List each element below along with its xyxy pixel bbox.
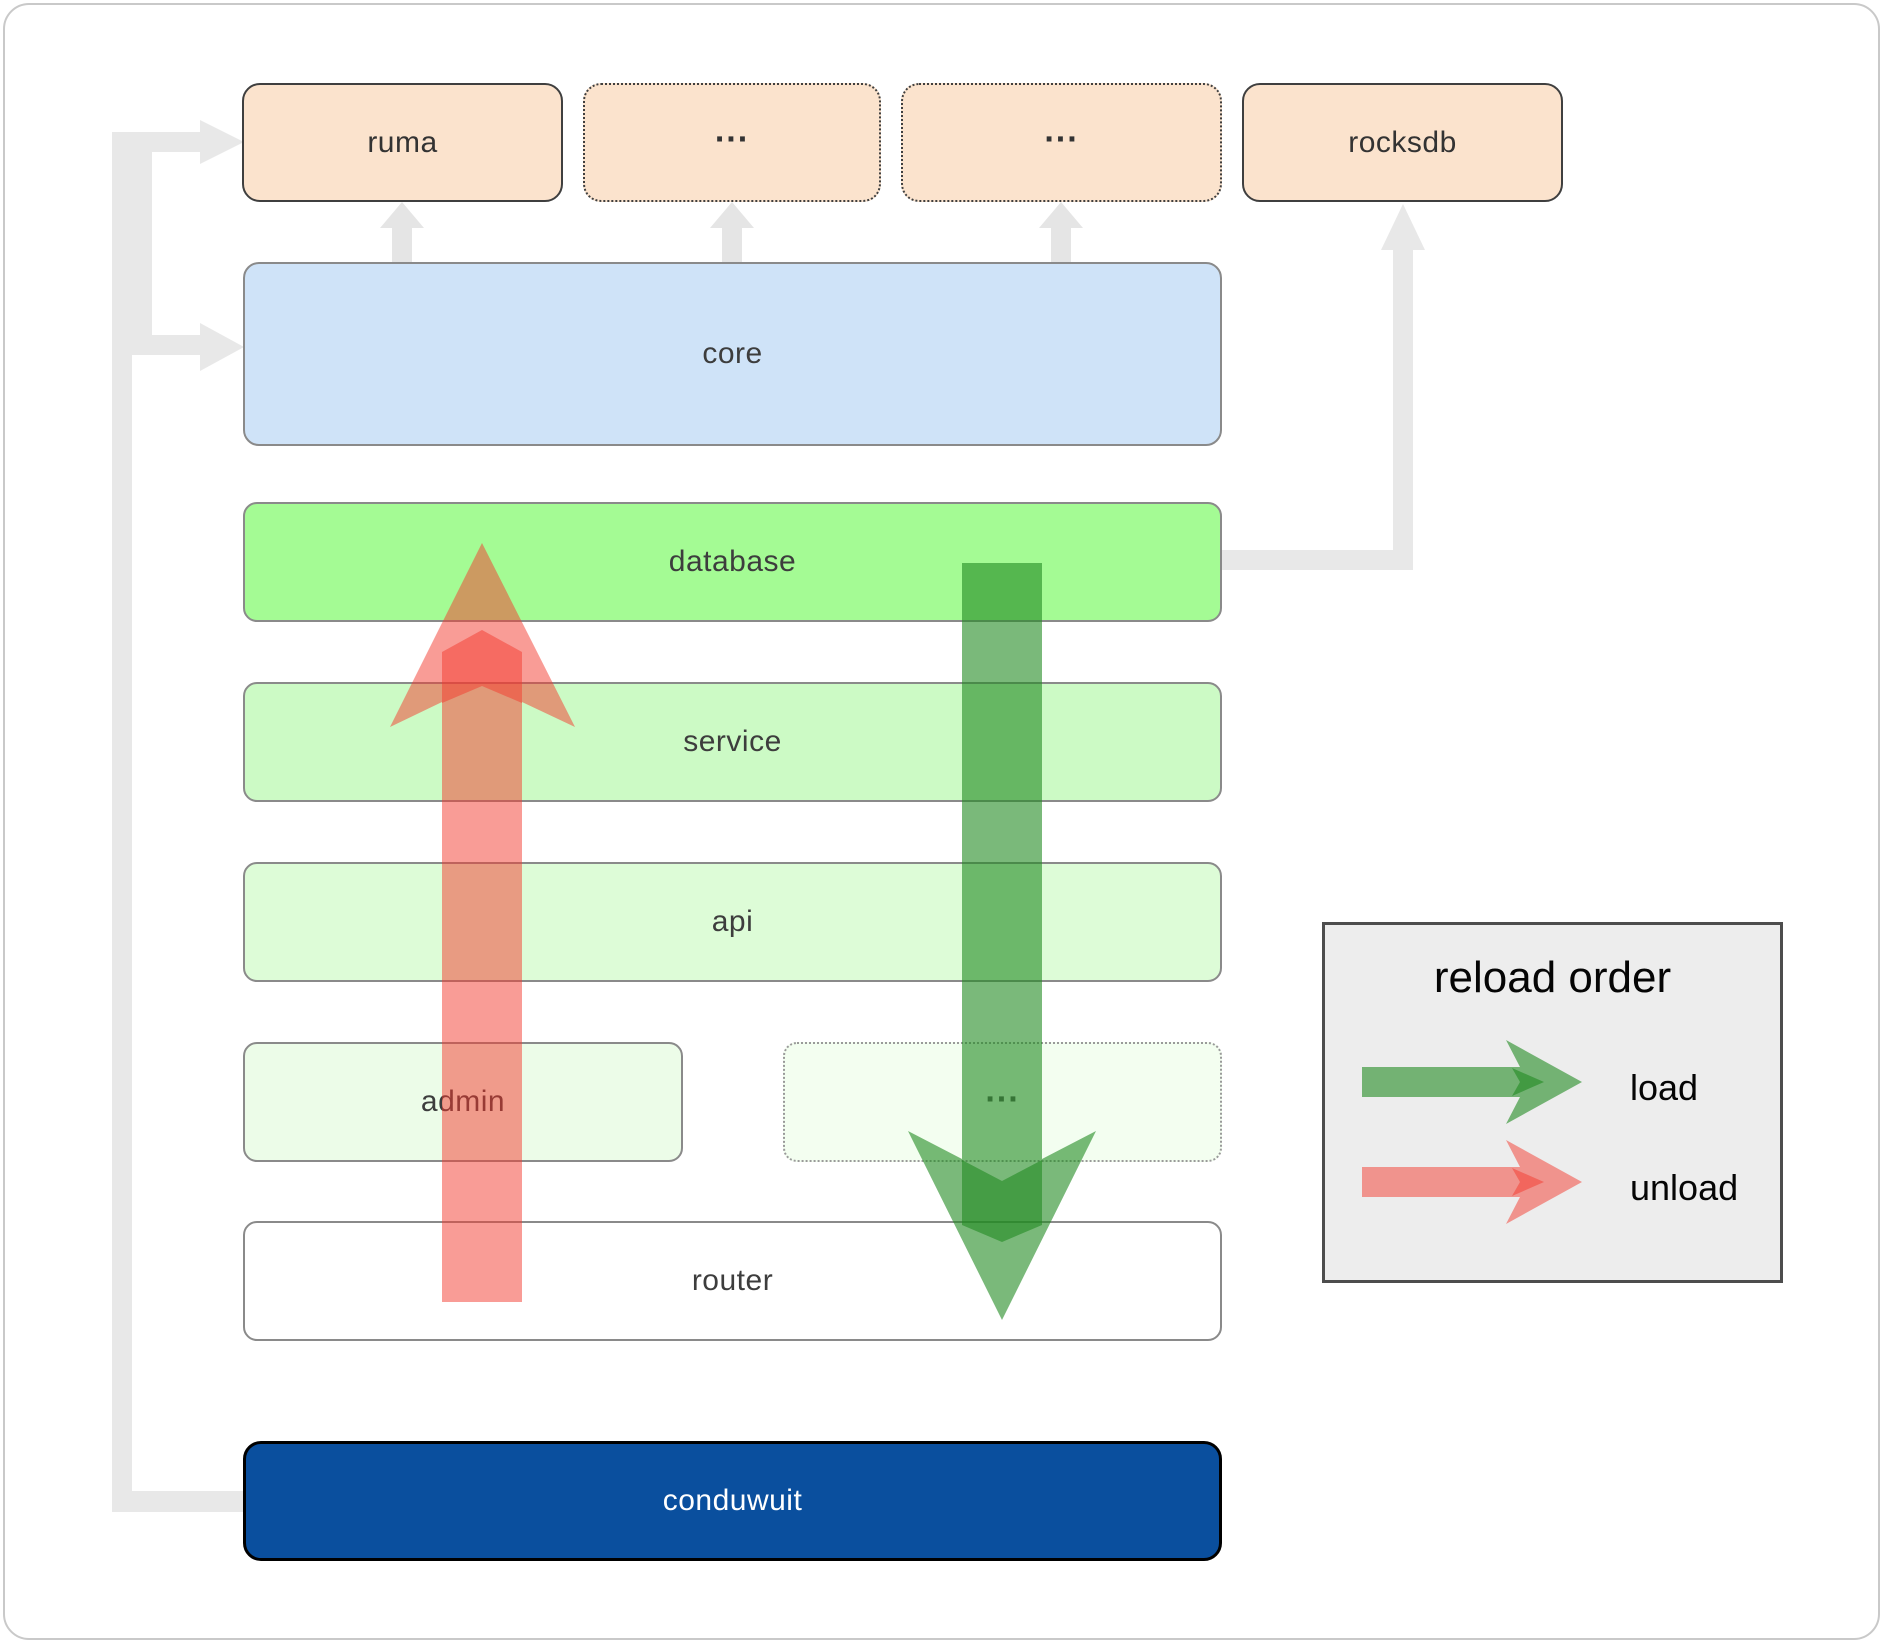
- box-label-rocksdb: rocksdb: [1348, 125, 1457, 159]
- legend-title: reload order: [1433, 953, 1672, 1002]
- box-label-admin: admin: [420, 1085, 506, 1118]
- box-core: core: [243, 262, 1222, 446]
- box-label-dots-top-1: ...: [714, 111, 750, 150]
- box-label-conduwuit: conduwuit: [662, 1484, 803, 1517]
- legend-label-unload: unload: [1630, 1167, 1739, 1208]
- box-label-core: core: [702, 337, 763, 370]
- legend-label-load: load: [1630, 1067, 1699, 1108]
- box-router: router: [243, 1221, 1222, 1341]
- box-label-service: service: [683, 725, 782, 758]
- box-dots-top-1: ...: [583, 83, 881, 202]
- box-dots-admin: ...: [783, 1042, 1222, 1162]
- box-database: database: [243, 502, 1222, 622]
- box-label-api: api: [711, 905, 754, 938]
- box-admin: admin: [243, 1042, 683, 1162]
- box-label-router: router: [691, 1264, 774, 1297]
- box-label-ruma: ruma: [367, 125, 438, 159]
- box-dots-top-2: ...: [901, 83, 1222, 202]
- box-ruma: ruma: [242, 83, 563, 202]
- outer-frame: [3, 3, 1880, 1640]
- box-rocksdb: rocksdb: [1242, 83, 1563, 202]
- legend-panel: reload order load unload: [1322, 922, 1783, 1283]
- box-label-dots-top-2: ...: [1044, 111, 1079, 150]
- box-api: api: [243, 862, 1222, 982]
- box-service: service: [243, 682, 1222, 802]
- box-label-database: database: [668, 545, 797, 578]
- box-conduwuit: conduwuit: [243, 1441, 1222, 1561]
- box-label-dots-admin: ...: [985, 1070, 1020, 1109]
